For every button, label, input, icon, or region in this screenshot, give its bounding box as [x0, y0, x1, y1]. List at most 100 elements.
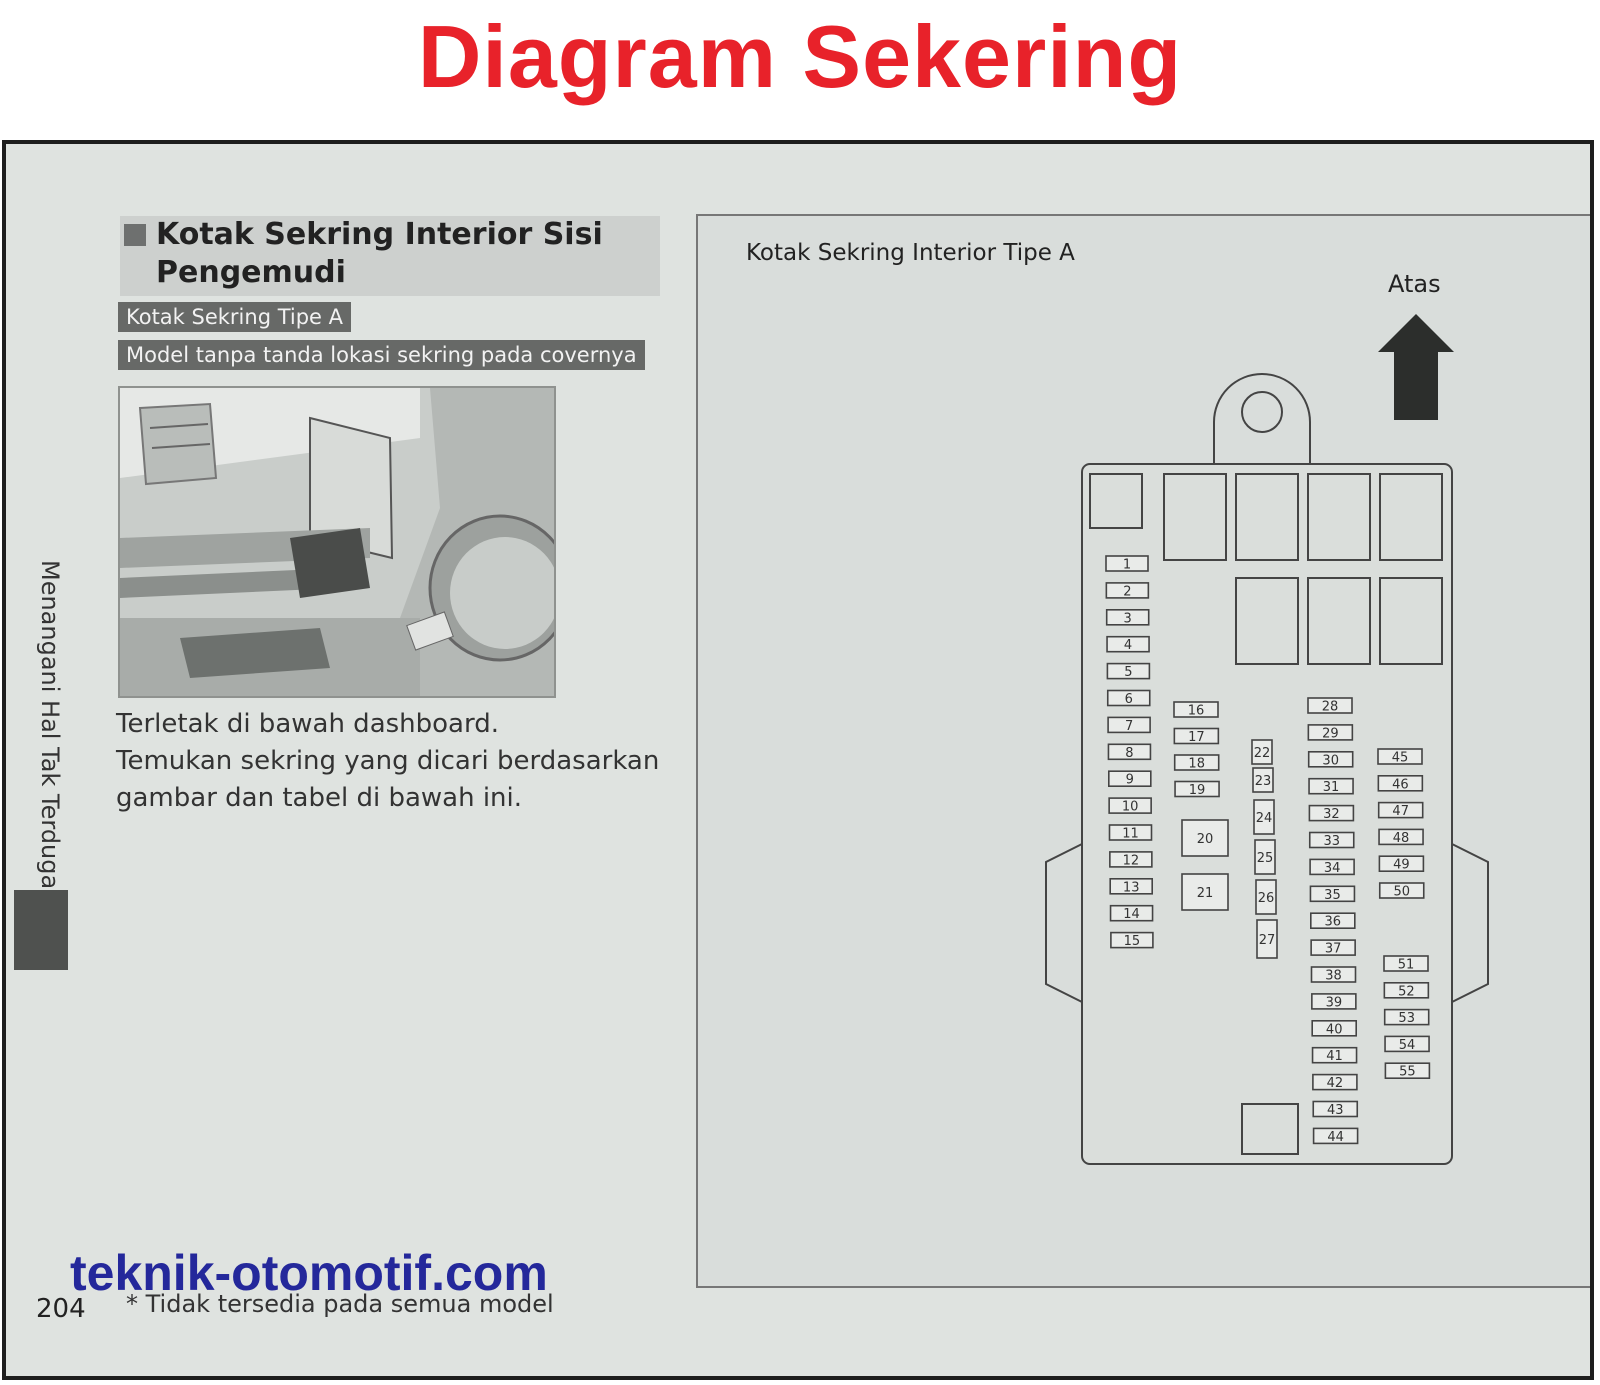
fuse-23 [1252, 767, 1274, 793]
fuse-16 [1173, 701, 1219, 718]
fuse-54 [1384, 1035, 1430, 1053]
fuse-label-15: 15 [1124, 934, 1141, 949]
fuse-label-39: 39 [1326, 995, 1343, 1010]
fuse-19 [1174, 780, 1220, 798]
fuse-label-27: 27 [1259, 933, 1276, 948]
fuse-39 [1311, 993, 1357, 1010]
fuse-label-22: 22 [1254, 746, 1271, 761]
fuse-label-28: 28 [1322, 700, 1339, 715]
fuse-label-51: 51 [1398, 958, 1415, 973]
fuse-55 [1384, 1062, 1431, 1080]
fuse-label-18: 18 [1188, 757, 1205, 772]
fuse-47 [1377, 801, 1424, 819]
fuse-27 [1256, 919, 1278, 959]
fuse-1 [1105, 555, 1149, 572]
page-title: Diagram Sekering [417, 7, 1183, 106]
fuse-label-47: 47 [1392, 804, 1409, 819]
fuse-32 [1308, 804, 1355, 822]
fuse-28 [1307, 697, 1353, 714]
fuse-label-35: 35 [1324, 888, 1341, 903]
fuse-label-43: 43 [1327, 1103, 1344, 1118]
description-line-3: gambar dan tabel di bawah ini. [116, 783, 523, 813]
fuse-6 [1106, 689, 1151, 707]
fuse-53 [1383, 1008, 1430, 1026]
fuse-label-1: 1 [1123, 558, 1131, 573]
fuse-11 [1108, 824, 1153, 841]
fuse-label-23: 23 [1255, 774, 1272, 789]
fuse-51 [1383, 955, 1429, 972]
fuse-41 [1311, 1046, 1358, 1064]
fuse-label-38: 38 [1325, 969, 1342, 984]
fuse-44 [1312, 1127, 1359, 1145]
fuse-label-10: 10 [1122, 800, 1139, 815]
fuse-label-17: 17 [1188, 730, 1205, 745]
fuse-45 [1377, 748, 1423, 765]
diagram-title: Kotak Sekring Interior Tipe A [746, 240, 1075, 266]
fuse-label-32: 32 [1323, 807, 1340, 822]
fuse-38 [1310, 966, 1357, 983]
fuse-40 [1311, 1019, 1357, 1037]
fuse-35 [1309, 885, 1356, 903]
up-arrow-icon [1378, 314, 1454, 420]
fuse-50 [1378, 882, 1425, 899]
description-line-1: Terletak di bawah dashboard. [116, 709, 499, 739]
fuse-22 [1251, 739, 1273, 765]
footnote: * Tidak tersedia pada semua model [126, 1290, 554, 1318]
heading-square-icon [124, 224, 146, 246]
fuse-label-9: 9 [1126, 773, 1134, 788]
fuse-label-29: 29 [1322, 726, 1339, 741]
fuse-label-52: 52 [1398, 984, 1415, 999]
fuse-36 [1310, 912, 1356, 930]
fuse-label-20: 20 [1197, 832, 1214, 847]
fuse-34 [1309, 858, 1355, 876]
fuse-label-19: 19 [1189, 783, 1206, 798]
fuse-label-44: 44 [1327, 1130, 1344, 1145]
fuse-label-37: 37 [1325, 942, 1342, 957]
fuse-49 [1378, 855, 1425, 873]
fuse-29 [1307, 724, 1354, 741]
fuse-label-13: 13 [1123, 880, 1140, 895]
fuse-label-41: 41 [1326, 1049, 1343, 1064]
description: Terletak di bawah dashboard. Temukan sek… [116, 706, 676, 817]
fuse-layer: 1234567891011121314151617181920212223242… [1105, 555, 1431, 1145]
fuse-label-53: 53 [1398, 1011, 1415, 1026]
fuse-4 [1106, 635, 1150, 653]
fuse-label-16: 16 [1188, 704, 1205, 719]
fuse-9 [1108, 770, 1152, 788]
fuse-label-30: 30 [1322, 753, 1339, 768]
fuse-20 [1181, 819, 1229, 857]
fuse-10 [1108, 797, 1152, 814]
page-number: 204 [36, 1294, 86, 1324]
fuse-17 [1173, 727, 1220, 745]
fuse-label-3: 3 [1124, 611, 1132, 626]
fuse-label-48: 48 [1393, 831, 1410, 846]
fuse-label-31: 31 [1323, 780, 1340, 795]
fuse-33 [1308, 831, 1355, 849]
tag-fuse-type: Kotak Sekring Tipe A [118, 302, 352, 332]
fuse-label-54: 54 [1399, 1038, 1416, 1053]
fuse-label-14: 14 [1123, 907, 1140, 922]
heading-line-1: Kotak Sekring Interior Sisi [156, 217, 603, 252]
dashboard-photo [118, 386, 556, 698]
fuse-52 [1383, 981, 1430, 999]
fuse-label-49: 49 [1393, 858, 1410, 873]
fuse-label-24: 24 [1256, 811, 1273, 826]
fuse-7 [1107, 716, 1151, 734]
fuse-label-42: 42 [1327, 1076, 1344, 1091]
fuse-label-36: 36 [1325, 915, 1342, 930]
fuse-3 [1105, 608, 1150, 626]
fuse-label-50: 50 [1393, 885, 1410, 900]
up-label: Atas [1388, 270, 1441, 298]
fuse-13 [1109, 877, 1153, 895]
description-line-2: Temukan sekring yang dicari berdasarkan [116, 746, 660, 776]
fuse-24 [1253, 799, 1275, 835]
fuse-18 [1173, 754, 1220, 771]
fuse-label-45: 45 [1392, 751, 1409, 766]
fuse-12 [1109, 851, 1153, 868]
fuse-8 [1107, 743, 1152, 761]
fuse-box-diagram: 1234567891011121314151617181920212223242… [1045, 314, 1489, 1165]
fuse-46 [1377, 774, 1424, 792]
fuse-label-7: 7 [1125, 719, 1133, 734]
fuse-label-33: 33 [1323, 834, 1340, 849]
fuse-label-55: 55 [1399, 1065, 1416, 1080]
